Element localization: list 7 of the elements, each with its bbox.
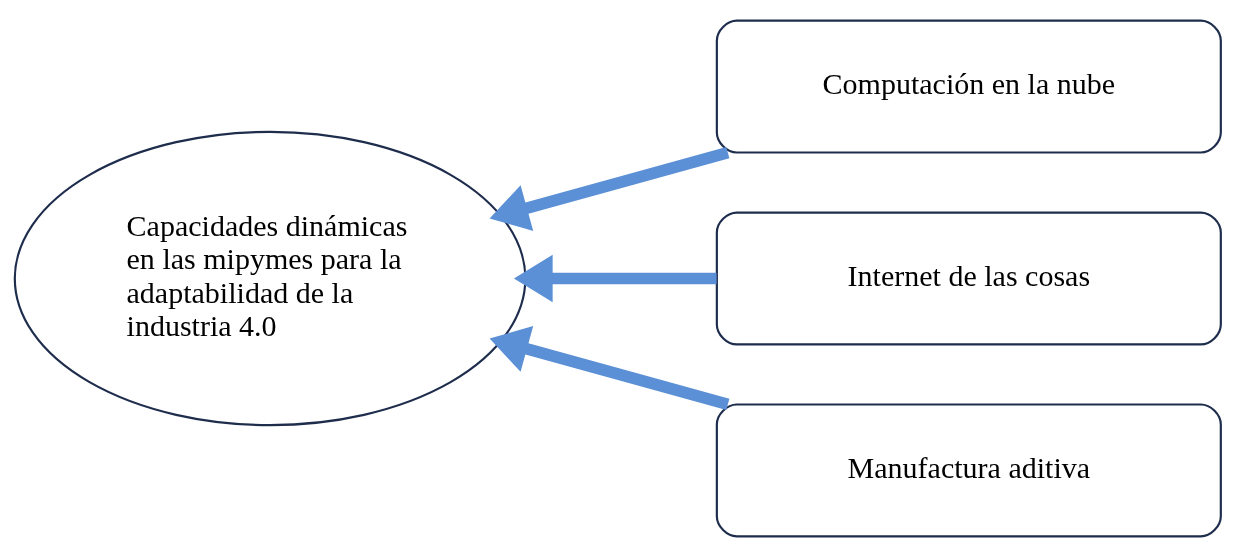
node-box: Computación en la nube (715, 19, 1222, 154)
arrow (489, 326, 730, 410)
node-box: Internet de las cosas (715, 211, 1222, 346)
arrow (489, 147, 730, 231)
node-box: Manufactura aditiva (715, 403, 1222, 538)
arrow (513, 254, 717, 303)
node-ellipse: Capacidades dinámicas en las mipymes para la adaptabilidad de la industria 4.0 (13, 130, 527, 427)
